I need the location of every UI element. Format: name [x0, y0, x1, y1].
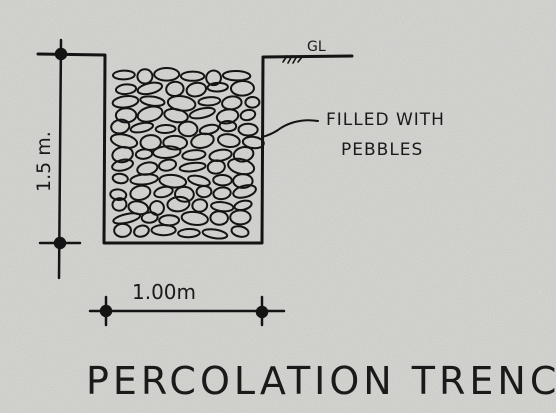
fill-note-line1: FILLED WITH	[326, 110, 445, 130]
pebble	[158, 158, 178, 172]
width-label: 1.00m	[132, 280, 196, 304]
pebble	[232, 184, 257, 199]
ground-level-label: GL	[307, 39, 326, 55]
pebble	[230, 225, 250, 238]
pebble	[212, 186, 232, 201]
pebble	[217, 133, 241, 149]
pebble	[206, 159, 226, 175]
pebble	[136, 81, 164, 96]
pebble	[113, 222, 132, 238]
pebble	[162, 134, 189, 151]
pebble	[218, 119, 238, 133]
pebble	[188, 106, 216, 120]
pebble	[229, 209, 252, 226]
pebble	[233, 199, 253, 212]
pebble	[197, 96, 222, 107]
pebble	[153, 185, 174, 199]
pebble	[179, 70, 206, 82]
pebble	[114, 83, 138, 96]
fill-note-line2: PEBBLES	[341, 140, 423, 160]
pebble	[111, 69, 136, 81]
pebble	[177, 227, 201, 239]
pebble	[129, 121, 155, 134]
pebble	[111, 197, 128, 212]
pebble	[232, 173, 254, 189]
depth-label: 1.5 m.	[33, 131, 55, 192]
pebble	[237, 122, 259, 137]
pebble	[232, 146, 255, 163]
width-dimension	[88, 295, 286, 327]
pebble	[129, 173, 159, 186]
pebble	[114, 107, 138, 124]
pebble	[241, 135, 265, 150]
pebble	[185, 81, 208, 98]
pebble	[181, 149, 207, 161]
pebble	[201, 228, 229, 240]
pebble	[111, 145, 134, 164]
pebble	[180, 210, 209, 226]
pebble	[187, 174, 211, 187]
pebble	[140, 211, 159, 224]
pebble	[163, 107, 189, 124]
depth-dimension	[38, 38, 82, 280]
pebble	[209, 210, 229, 226]
pebble	[191, 198, 209, 213]
pebble	[133, 224, 150, 238]
pebble	[139, 95, 166, 107]
pebble	[152, 145, 182, 159]
pebble	[111, 158, 134, 172]
pebble	[139, 134, 162, 151]
pebble	[111, 172, 129, 185]
pebble	[153, 67, 181, 82]
pebble	[205, 69, 222, 87]
pebble	[154, 123, 177, 135]
trench-outline	[36, 52, 354, 245]
pebble	[112, 212, 141, 225]
pebble	[166, 195, 191, 213]
pebble	[221, 69, 252, 82]
note-leader	[261, 119, 319, 138]
pebble	[239, 108, 257, 122]
pebble	[229, 79, 255, 97]
diagram-title: PERCOLATION TRENCH	[86, 359, 556, 403]
pebble	[212, 173, 233, 187]
pebble	[136, 105, 164, 123]
pebble	[174, 185, 195, 203]
pebble	[158, 173, 188, 189]
pebble	[150, 223, 177, 237]
pebble	[215, 108, 240, 125]
pebble-fill	[109, 67, 265, 240]
pebble	[129, 184, 152, 201]
pebble	[177, 120, 199, 138]
ground-level-hatch	[282, 55, 303, 64]
pebble	[109, 188, 128, 202]
pebble	[206, 81, 229, 93]
pebble	[178, 161, 207, 173]
pebble	[190, 132, 215, 149]
pebble	[244, 95, 261, 109]
pebble	[195, 184, 213, 199]
pebble	[110, 118, 131, 135]
